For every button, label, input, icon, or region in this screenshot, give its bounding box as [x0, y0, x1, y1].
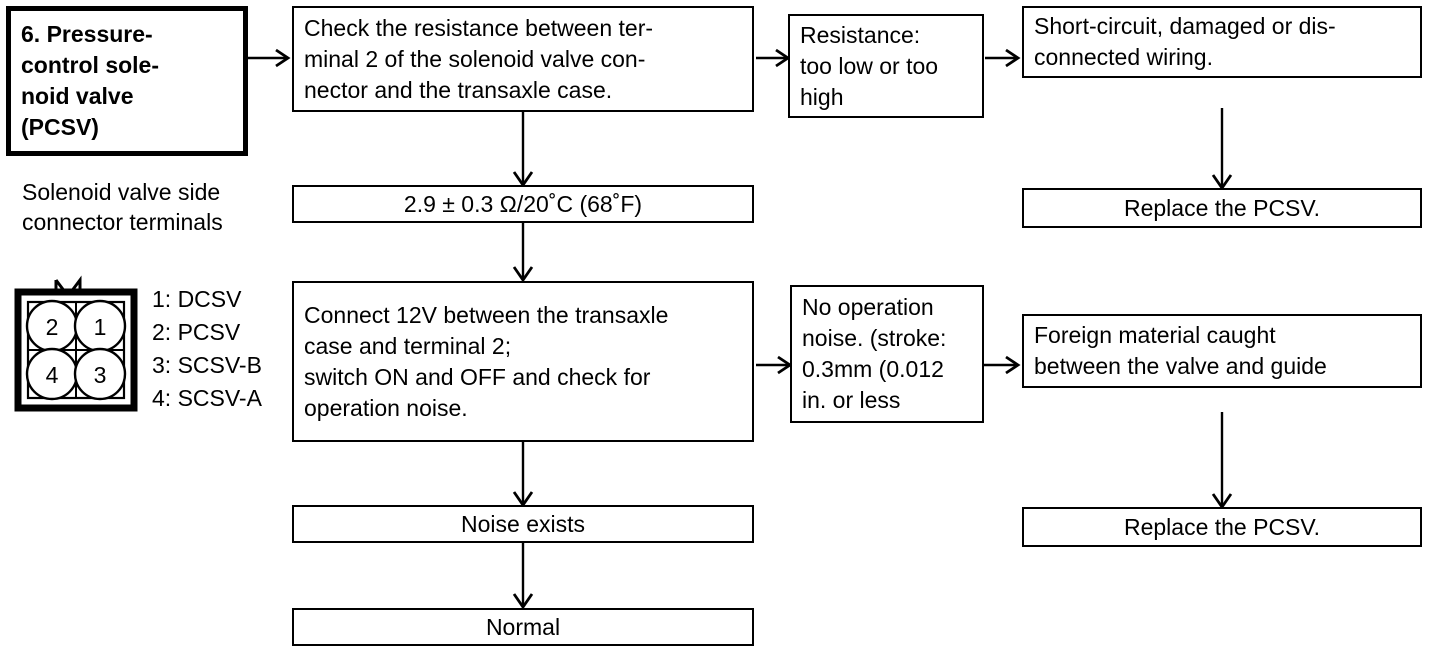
box-replace-pcsv-bottom-label: Replace the PCSV. — [1123, 513, 1321, 540]
box-foreign-material-label: Foreign material caught between the valv… — [1034, 322, 1327, 379]
box-noise-exists: Noise exists — [292, 505, 754, 543]
connector-svg: 2 1 4 3 — [14, 275, 138, 412]
connector-pin-number-top-right: 1 — [94, 314, 107, 340]
box-connect-12v-label: Connect 12V between the transaxle case a… — [304, 301, 669, 421]
box-short-circuit: Short-circuit, damaged or dis- connected… — [1022, 6, 1422, 78]
box-noise-exists-label: Noise exists — [461, 510, 585, 537]
box-check-resistance-label: Check the resistance between ter- minal … — [304, 14, 654, 103]
box-no-operation-noise: No operation noise. (stroke: 0.3mm (0.01… — [790, 285, 984, 423]
box-short-circuit-label: Short-circuit, damaged or dis- connected… — [1034, 13, 1336, 70]
box-no-operation-noise-label: No operation noise. (stroke: 0.3mm (0.01… — [802, 294, 947, 413]
box-replace-pcsv-top-label: Replace the PCSV. — [1123, 194, 1321, 221]
box-step-title: 6. Pressure- control sole- noid valve (P… — [6, 6, 248, 156]
box-step-title-label: 6. Pressure- control sole- noid valve (P… — [21, 21, 160, 140]
connector-pin-number-top-left: 2 — [46, 314, 59, 340]
box-resistance-spec-label: 2.9 ± 0.3 Ω/20˚C (68˚F) — [403, 190, 643, 217]
box-replace-pcsv-top: Replace the PCSV. — [1022, 188, 1422, 228]
connector-pin-circle-3 — [73, 347, 127, 401]
box-check-resistance: Check the resistance between ter- minal … — [292, 6, 754, 112]
box-connect-12v: Connect 12V between the transaxle case a… — [292, 281, 754, 442]
box-foreign-material: Foreign material caught between the valv… — [1022, 314, 1422, 388]
box-normal-label: Normal — [485, 613, 561, 640]
box-resistance-out-of-range: Resistance: too low or too high — [788, 14, 984, 118]
connector-caption: Solenoid valve side connector terminals — [22, 179, 223, 235]
connector-terminal-legend: 1: DCSV 2: PCSV 3: SCSV-B 4: SCSV-A — [152, 286, 262, 411]
connector-pin-diagram: 2 1 4 3 — [12, 262, 152, 427]
box-resistance-spec: 2.9 ± 0.3 Ω/20˚C (68˚F) — [292, 185, 754, 223]
box-normal: Normal — [292, 608, 754, 646]
box-replace-pcsv-bottom: Replace the PCSV. — [1022, 507, 1422, 547]
connector-pin-number-bottom-left: 4 — [46, 362, 59, 388]
connector-pin-number-bottom-right: 3 — [94, 362, 107, 388]
box-resistance-out-of-range-label: Resistance: too low or too high — [800, 21, 939, 110]
